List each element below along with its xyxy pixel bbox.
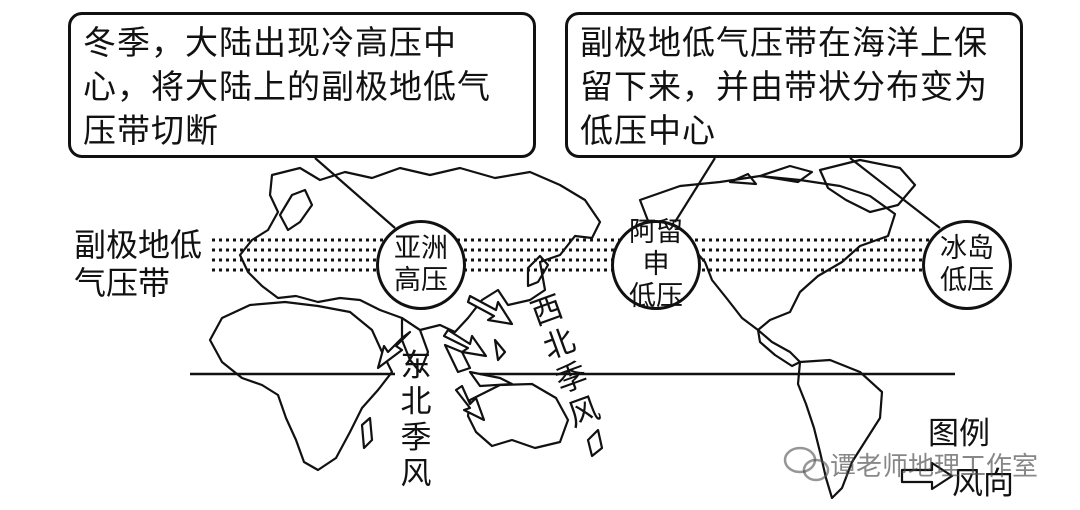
wind-arrow-icon (376, 330, 412, 370)
subpolar-low-belt (212, 238, 955, 272)
legend-wind-label: 风向 (952, 466, 1014, 502)
wind-arrow-icon (466, 294, 514, 326)
iceland-low-circle: 冰岛低压 (922, 220, 1012, 310)
greenland-outline (818, 158, 917, 214)
africa-outline (208, 300, 394, 472)
callout-pointer-right-1 (674, 157, 716, 223)
eurasia-outline (238, 166, 602, 334)
subpolar-belt-label: 副极地低 气压带 (74, 226, 203, 302)
wind-arrow-icon (442, 328, 488, 358)
watermark-text: 谭老师地理工作室 (830, 452, 1039, 482)
callout-pointer-right-2 (849, 157, 941, 229)
south-america-outline (796, 358, 884, 500)
callout-right: 副极地低气压带在海洋上保留下来，并由带状分布变为低压中心 (565, 12, 1023, 158)
callout-pointer-left (314, 157, 396, 229)
arctic-islands-outline (728, 164, 814, 186)
central-america-outline (756, 328, 802, 368)
legend-title: 图例 (928, 416, 990, 452)
new-zealand-outline (586, 428, 604, 458)
wechat-icon (783, 446, 830, 482)
japan-outline (526, 254, 550, 288)
scandinavia-outline (278, 188, 314, 232)
northeast-monsoon-label: 东 北 季 风 (400, 348, 432, 492)
asia-high-circle: 亚洲高压 (376, 220, 466, 310)
madagascar-outline (360, 416, 374, 450)
australia-outline (466, 382, 570, 450)
wind-arrow-icon (454, 384, 486, 422)
callout-left: 冬季，大陆出现冷高压中心，将大陆上的副极地低气压带切断 (68, 12, 536, 158)
aleutian-low-circle: 阿留申低压 (611, 217, 701, 312)
wind-arrow-icon (900, 461, 954, 491)
